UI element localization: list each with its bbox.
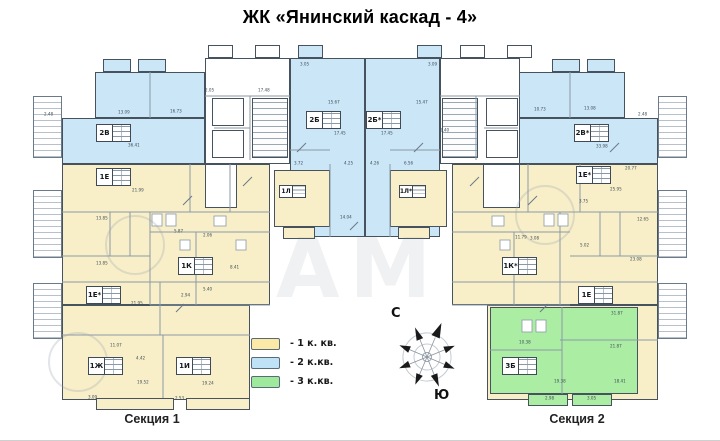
apartment-label-1И: 1И xyxy=(176,357,211,375)
legend-item-label: - 2 к.кв. xyxy=(290,357,334,368)
apartment-label-2В: 2В xyxy=(96,124,131,142)
page-title: ЖК «Янинский каскад - 4» xyxy=(242,7,478,27)
balcony xyxy=(658,96,687,158)
apartment-label-1Е: 1Е xyxy=(578,286,613,304)
apartment-label-1Л*: 1Л* xyxy=(399,185,426,198)
apartment-code: 1Е xyxy=(579,287,595,303)
apartment-label-1Е*: 1Е* xyxy=(86,286,121,304)
apartment-code: 2В xyxy=(97,125,113,141)
apartment-area-table xyxy=(413,186,425,197)
balcony xyxy=(417,45,442,58)
apartment-label-1К: 1К xyxy=(178,257,213,275)
legend-item-3: - 3 к.кв. xyxy=(251,375,337,388)
apartment-code: 1Ж xyxy=(89,358,105,374)
dimension-label: 3.09 xyxy=(428,62,438,67)
apartment-area-table xyxy=(323,112,340,128)
balcony xyxy=(33,190,62,258)
apartment-code: 1Е* xyxy=(87,287,103,303)
apartment-code: 1Л* xyxy=(399,186,413,197)
apartment-area-table xyxy=(193,358,210,374)
apartment-label-1К*: 1К* xyxy=(502,257,537,275)
balcony xyxy=(298,45,323,58)
legend-color-swatch xyxy=(251,375,280,388)
apartment-area-table xyxy=(195,258,212,274)
apartment-area-table xyxy=(593,167,610,183)
apartment-label-2Б*: 2Б* xyxy=(366,111,401,129)
compass-south-label: Ю xyxy=(434,388,450,403)
balcony xyxy=(208,45,233,58)
section2-caption: Секция 2 xyxy=(549,412,605,426)
balcony xyxy=(507,45,532,58)
balcony xyxy=(658,283,687,339)
section1-caption: Секция 1 xyxy=(124,412,180,426)
apartment-code: 1Л xyxy=(280,186,293,197)
apartment-label-1Е*: 1Е* xyxy=(576,166,611,184)
dimension-label: 3.05 xyxy=(300,62,310,67)
balcony xyxy=(587,59,615,72)
apartment-code: 3Б xyxy=(503,358,519,374)
legend-item-label: - 3 к.кв. xyxy=(290,376,334,387)
balcony xyxy=(460,45,485,58)
apartment-area-table xyxy=(103,287,120,303)
apartment-label-1Л: 1Л xyxy=(279,185,306,198)
dimension-label: 2.48 xyxy=(44,112,54,117)
dimension-label: 2.53 xyxy=(175,396,185,401)
apartment-code: 1Е* xyxy=(577,167,593,183)
apartment-area-table xyxy=(383,112,400,128)
balcony xyxy=(186,398,250,410)
dimension-label: 2.98 xyxy=(545,396,555,401)
apartment-label-3Б: 3Б xyxy=(502,357,537,375)
apartment-code: 1И xyxy=(177,358,193,374)
balcony xyxy=(255,45,280,58)
balcony xyxy=(33,96,62,158)
apartment-area-table xyxy=(591,125,608,141)
apartment-area-table xyxy=(113,125,130,141)
apartment-label-1Ж: 1Ж xyxy=(88,357,123,375)
apartment-code: 2В* xyxy=(575,125,591,141)
apartment-area-table xyxy=(519,358,536,374)
apartment-code: 1К xyxy=(179,258,195,274)
compass-north-label: С xyxy=(391,306,401,321)
balcony xyxy=(33,283,62,339)
balcony xyxy=(96,398,174,410)
apartment-code: 2Б* xyxy=(367,112,383,128)
apartment-area-table xyxy=(293,186,305,197)
legend-color-swatch xyxy=(251,356,280,369)
balcony xyxy=(138,59,166,72)
balcony xyxy=(552,59,580,72)
apartment-label-1Е: 1Е xyxy=(96,168,131,186)
legend-color-swatch xyxy=(251,337,280,350)
apartment-area-table xyxy=(113,169,130,185)
apartment-area-table xyxy=(105,358,122,374)
apartment-code: 1К* xyxy=(503,258,519,274)
balcony xyxy=(103,59,131,72)
legend-item-1: - 1 к. кв. xyxy=(251,337,337,350)
apartment-area-table xyxy=(595,287,612,303)
legend-item-2: - 2 к.кв. xyxy=(251,356,337,369)
apartment-area-table xyxy=(519,258,536,274)
apartment-code: 1Е xyxy=(97,169,113,185)
legend: - 1 к. кв. - 2 к.кв. - 3 к.кв. xyxy=(251,337,337,394)
dimension-label: 3.05 xyxy=(587,396,597,401)
balcony xyxy=(658,190,687,258)
legend-item-label: - 1 к. кв. xyxy=(290,338,337,349)
apartment-label-2В*: 2В* xyxy=(574,124,609,142)
apartment-code: 2Б xyxy=(307,112,323,128)
apartment-label-2Б: 2Б xyxy=(306,111,341,129)
